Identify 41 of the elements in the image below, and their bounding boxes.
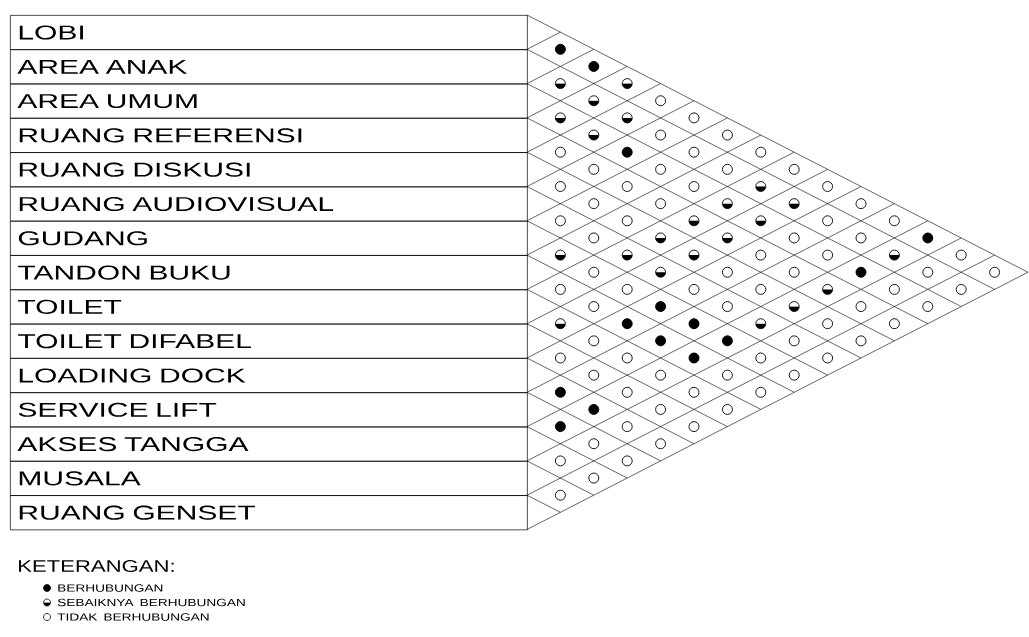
half-filled-dot	[822, 283, 834, 295]
half-filled-dot	[755, 318, 767, 330]
half-filled-dot	[888, 249, 900, 261]
half-filled-dot	[554, 249, 566, 261]
room-label-box: AKSES TANGGA	[10, 426, 528, 462]
half-filled-dot	[655, 266, 667, 278]
half-filled-dot	[788, 198, 800, 210]
half-filled-dot	[621, 112, 633, 124]
half-filled-dot	[688, 249, 700, 261]
half-filled-dot	[755, 215, 767, 227]
room-label-box: SERVICE LIFT	[10, 392, 528, 428]
room-label-box: LOADING DOCK	[10, 358, 528, 393]
legend-text: TIDAK BERHUBUNGAN	[57, 613, 209, 621]
half-filled-dot	[655, 232, 667, 244]
half-filled-dot	[588, 129, 600, 141]
legend-heading: KETERANGAN:	[19, 559, 174, 572]
half-filled-dot	[755, 181, 767, 192]
room-label-box: RUANG DISKUSI	[10, 152, 528, 188]
legend-text: SEBAIKNYA BERHUBUNGAN	[57, 598, 245, 607]
room-label-box: GUDANG	[10, 220, 528, 256]
legend-text: BERHUBUNGAN	[58, 584, 163, 592]
half-filled-dot	[554, 78, 566, 90]
room-label-box: AREA ANAK	[10, 49, 528, 85]
room-label-box: AREA UMUM	[10, 83, 528, 119]
half-filled-dot	[621, 249, 633, 261]
room-label-box: TOILET	[10, 289, 528, 325]
room-label-box: MUSALA	[10, 460, 528, 496]
room-label-box: TOILET DIFABEL	[10, 323, 528, 359]
half-filled-dot	[721, 198, 733, 210]
room-label-box: RUANG GENSET	[10, 495, 528, 531]
half-filled-dot	[788, 301, 800, 312]
half-filled-dot	[554, 318, 566, 330]
room-label-box: LOBI	[10, 15, 528, 50]
room-label-box: TANDON BUKU	[10, 255, 528, 291]
half-filled-dot	[554, 112, 566, 124]
room-label-box: RUANG REFERENSI	[10, 117, 528, 153]
half-filled-dot	[621, 78, 633, 90]
half-filled-dot	[588, 95, 600, 107]
half-filled-dot	[721, 232, 733, 244]
half-filled-dot	[688, 215, 700, 227]
room-label-box: RUANG AUDIOVISUAL	[10, 186, 528, 222]
